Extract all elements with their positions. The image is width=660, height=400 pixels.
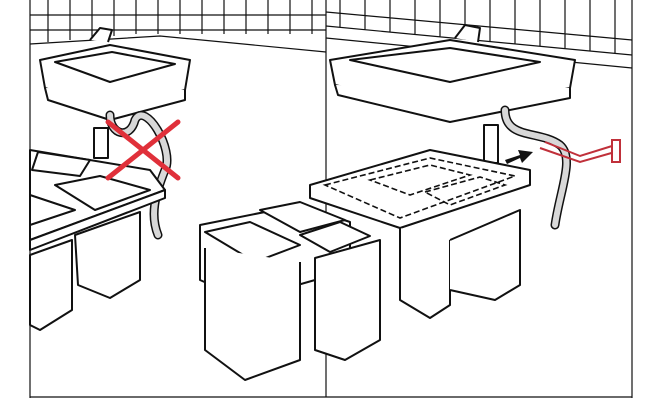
bin-unit-pullout <box>199 149 531 381</box>
cross-icon <box>105 119 181 181</box>
sink <box>39 27 191 121</box>
sink <box>329 24 576 123</box>
hose-bracket <box>539 139 621 164</box>
bin-unit-left <box>29 149 166 331</box>
drain-hose <box>483 105 571 230</box>
wall-tiles <box>29 0 327 53</box>
arrow-icon <box>505 150 533 164</box>
panel-correct <box>199 0 633 381</box>
panel-incorrect <box>29 0 327 331</box>
